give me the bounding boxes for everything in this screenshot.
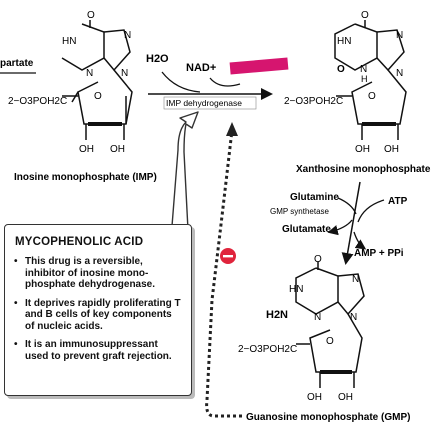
infobox-bullet: •It deprives rapidly proliferating T and… xyxy=(14,297,181,332)
xmp-n-top: N xyxy=(396,30,403,41)
gmp-o-ring: O xyxy=(326,336,334,347)
infobox-bullet: •It is an immunosuppressant used to prev… xyxy=(14,339,172,362)
gmp-n-left: N xyxy=(314,312,321,323)
gmp-n-right: N xyxy=(350,312,357,323)
imp-oh-left: OH xyxy=(79,144,94,155)
gmp-oh-left: OH xyxy=(307,392,322,403)
xmp-oh-right: OH xyxy=(384,144,399,155)
gmp-hn: HN xyxy=(289,284,303,295)
xmp-hn: HN xyxy=(337,36,351,47)
xmp-h-mid: H xyxy=(361,74,368,84)
water-label: H2O xyxy=(146,53,169,65)
infobox-bullet: •This drug is a reversible, inhibitor of… xyxy=(14,256,156,290)
aspartate-fragment: partate xyxy=(0,58,34,69)
imp-n-left: N xyxy=(86,68,93,79)
xmp-o-ring: O xyxy=(368,91,376,102)
bullet-icon: • xyxy=(14,339,18,350)
imp-hn: HN xyxy=(62,36,76,47)
gmp-structure xyxy=(295,262,365,388)
xmp-n-mid: N xyxy=(360,64,367,75)
glutamate-label: Glutamate xyxy=(282,224,331,235)
bullet-icon: • xyxy=(14,297,18,309)
infobox-list: •This drug is a reversible, inhibitor of… xyxy=(13,256,183,362)
nad-label: NAD+ xyxy=(186,62,216,74)
gmp-h2n: H2N xyxy=(266,309,288,321)
imp-n-right: N xyxy=(121,68,128,79)
xmp-structure xyxy=(334,20,407,140)
gmp-synthetase-arrow xyxy=(341,181,361,265)
gmp-o: O xyxy=(314,254,322,265)
gmp-oh-right: OH xyxy=(338,392,353,403)
callout-pointer xyxy=(171,111,199,231)
xmp-o-left: O xyxy=(337,64,345,75)
imp-structure xyxy=(61,20,133,140)
imp-phosphate: 2−O3POH2C xyxy=(8,96,67,107)
imp-dehydrogenase-label: IMP dehydrogenase xyxy=(166,98,242,108)
xmp-oh-left: OH xyxy=(355,144,370,155)
xmp-n-right: N xyxy=(396,68,403,79)
atp-label: ATP xyxy=(388,196,408,207)
xmp-label: Xanthosine monophosphate xyxy=(296,164,431,175)
nadh-highlight xyxy=(229,57,289,75)
bullet-icon: • xyxy=(14,256,18,267)
imp-label: Inosine monophosphate (IMP) xyxy=(14,172,157,183)
imp-oh-right: OH xyxy=(110,144,125,155)
gmp-label: Guanosine monophosphate (GMP) xyxy=(246,412,410,423)
imp-o: O xyxy=(87,10,95,21)
imp-o-ring: O xyxy=(94,91,102,102)
amp-ppi-label: AMP + PPi xyxy=(354,248,404,259)
gmp-synthetase-label: GMP synthetase xyxy=(270,207,330,216)
imp-n-top: N xyxy=(124,30,131,41)
infobox-title: MYCOPHENOLIC ACID xyxy=(15,236,144,248)
xmp-o-top: O xyxy=(361,10,369,21)
gmp-n-top: N xyxy=(352,274,359,285)
mycophenolic-acid-info-box: MYCOPHENOLIC ACID •This drug is a revers… xyxy=(4,224,192,396)
feedback-dotted-line xyxy=(205,129,242,418)
xmp-phosphate: 2−O3POH2C xyxy=(284,96,343,107)
gmp-phosphate: 2−O3POH2C xyxy=(238,344,297,355)
glutamine-label: Glutamine xyxy=(290,192,339,203)
